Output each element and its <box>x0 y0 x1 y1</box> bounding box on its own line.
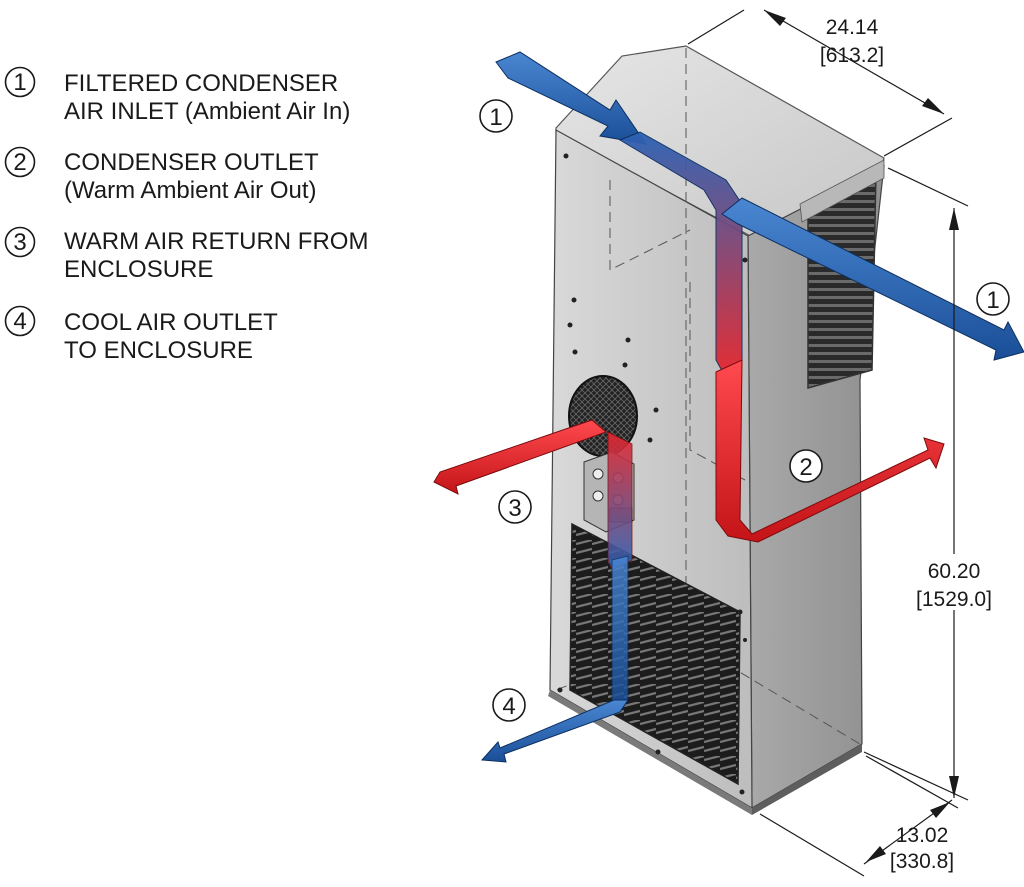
svg-text:1: 1 <box>489 104 502 131</box>
legend-number: 4 <box>13 308 26 335</box>
mounting-holes <box>557 153 748 795</box>
legend-label-line2: TO ENCLOSURE <box>64 337 253 364</box>
legend-label-line1: CONDENSER OUTLET <box>64 149 319 176</box>
svg-text:2: 2 <box>799 454 812 481</box>
legend-label-line2: ENCLOSURE <box>64 256 213 283</box>
legend-label-line1: COOL AIR OUTLET <box>64 309 278 336</box>
depth-mm: [330.8] <box>890 850 954 873</box>
legend-label-line1: WARM AIR RETURN FROM <box>64 228 368 255</box>
svg-text:3: 3 <box>508 495 521 522</box>
dimension-width: 24.14 [613.2] <box>820 16 884 67</box>
legend-label-line1: FILTERED CONDENSER <box>64 70 338 97</box>
dimension-depth: 13.02 [330.8] <box>890 824 954 873</box>
callouts: 1 1 2 3 4 <box>479 99 1010 722</box>
callout-inlet-top: 1 <box>479 99 513 133</box>
width-inches: 24.14 <box>826 16 879 39</box>
callout-cool-outlet: 4 <box>492 688 526 722</box>
svg-text:1: 1 <box>986 287 999 314</box>
svg-text:4: 4 <box>502 693 515 720</box>
legend: 1 FILTERED CONDENSER AIR INLET (Ambient … <box>4 66 368 364</box>
condenser-inlet-arrow-right <box>721 197 1024 361</box>
warm-return-channel <box>607 431 633 571</box>
legend-item-2: 2 CONDENSER OUTLET (Warm Ambient Air Out… <box>4 146 319 204</box>
internal-down-channel <box>611 555 629 707</box>
legend-number: 3 <box>13 229 26 256</box>
callout-condenser-outlet: 2 <box>789 449 823 483</box>
condenser-outlet-channel <box>715 359 945 543</box>
legend-item-4: 4 COOL AIR OUTLET TO ENCLOSURE <box>4 305 278 364</box>
dimension-lines <box>687 9 969 877</box>
cool-outlet-arrow <box>480 699 629 763</box>
legend-label-line2: (Warm Ambient Air Out) <box>64 177 317 204</box>
legend-item-1: 1 FILTERED CONDENSER AIR INLET (Ambient … <box>4 66 350 125</box>
legend-item-3: 3 WARM AIR RETURN FROM ENCLOSURE <box>4 226 368 283</box>
legend-number: 2 <box>13 149 26 176</box>
dimension-height: 60.20 [1529.0] <box>916 560 992 611</box>
cooling-unit <box>548 45 885 815</box>
legend-label-line2: AIR INLET (Ambient Air In) <box>64 98 350 125</box>
legend-number: 1 <box>13 69 26 96</box>
width-mm: [613.2] <box>820 44 884 67</box>
height-inches: 60.20 <box>928 560 981 583</box>
height-mm: [1529.0] <box>916 588 992 611</box>
airflow-arrows <box>433 51 1024 763</box>
warm-return-arrow <box>433 419 607 495</box>
callout-inlet-right: 1 <box>976 282 1010 316</box>
depth-inches: 13.02 <box>896 824 949 847</box>
callout-return-enclosure: 3 <box>498 490 532 524</box>
